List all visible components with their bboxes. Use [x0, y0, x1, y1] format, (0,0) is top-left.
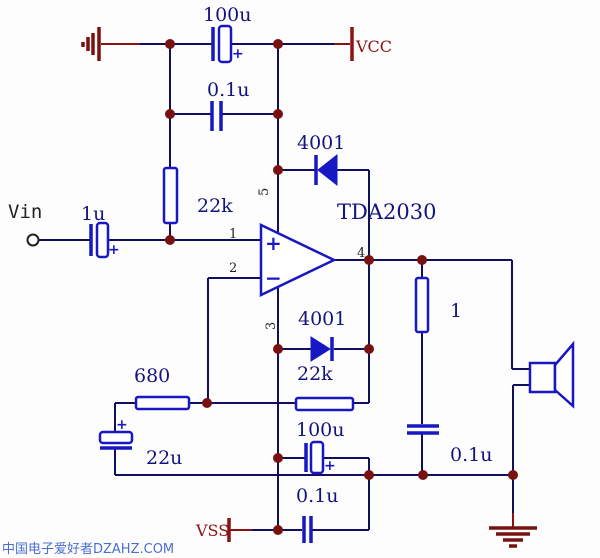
earth-ground-icon — [489, 526, 537, 548]
plus-mark-c-input: + — [108, 242, 120, 258]
label-vin: Vin — [8, 201, 42, 223]
capacitor-0.1u-vss — [302, 516, 313, 543]
pin-3-label: 3 — [264, 322, 279, 330]
capacitor-100u-vss — [304, 440, 325, 475]
label-c-input: 1u — [81, 203, 105, 225]
label-ic: TDA2030 — [337, 200, 436, 224]
label-r-bias: 22k — [197, 195, 233, 217]
junction-dot — [273, 525, 283, 535]
pin-1-label: 1 — [229, 227, 237, 242]
junction-dot — [273, 165, 283, 175]
plus-mark-c-nfb: + — [116, 417, 128, 433]
junction-dot — [273, 453, 283, 463]
resistor-22k-bias — [162, 166, 179, 225]
junction-dot — [165, 235, 175, 245]
junction-dot — [364, 470, 374, 480]
capacitor-22u-nfb — [98, 430, 134, 450]
speaker-icon — [528, 340, 575, 409]
resistor-22k-feedback — [294, 396, 355, 412]
junction-dot — [202, 398, 212, 408]
junction-dot — [165, 109, 175, 119]
pin-2-label: 2 — [229, 261, 237, 276]
junction-dot — [418, 470, 428, 480]
opamp-noninv-mark: + — [265, 231, 282, 255]
label-c-bulk-vss: 100u — [296, 419, 345, 441]
junction-dots — [165, 39, 518, 535]
plus-mark-c-bulk-vss: + — [324, 458, 336, 474]
junction-dot — [165, 39, 175, 49]
diode-4001-top — [314, 153, 338, 187]
label-c-hf-vss: 0.1u — [296, 485, 338, 507]
watermark: 中国电子爱好者DZAHZ.COM — [2, 542, 174, 557]
capacitor-1u-input — [89, 221, 110, 259]
label-c-zobel: 0.1u — [450, 444, 492, 466]
label-c-bulk-vcc: 100u — [203, 4, 252, 26]
label-c-nfb: 22u — [146, 447, 182, 469]
junction-dot — [273, 39, 283, 49]
junction-dot — [273, 109, 283, 119]
label-r-zobel: 1 — [450, 300, 462, 322]
junction-dot — [364, 255, 374, 265]
chassis-ground-icon — [81, 27, 101, 61]
junction-dot — [417, 255, 427, 265]
pin-4-label: 4 — [357, 246, 365, 261]
opamp-inv-mark: − — [265, 266, 282, 290]
junction-dot — [508, 470, 518, 480]
label-d-top: 4001 — [297, 132, 345, 154]
pin-5-label: 5 — [257, 188, 272, 196]
diode-4001-bottom — [310, 336, 334, 362]
capacitor-100u-vcc — [211, 24, 233, 64]
label-d-bottom: 4001 — [298, 308, 346, 330]
vin-terminal — [26, 233, 40, 247]
label-r-feedback: 22k — [297, 363, 333, 385]
resistor-680 — [134, 395, 191, 411]
capacitor-0.1u-zobel — [407, 424, 439, 435]
junction-dot — [364, 344, 374, 354]
label-vss: VSS — [195, 521, 229, 540]
plus-mark-c-bulk-vcc: + — [232, 46, 244, 62]
resistor-1ohm-zobel — [414, 276, 430, 334]
power-wire-stubs — [101, 43, 514, 531]
label-vcc: VCC — [355, 37, 392, 56]
capacitor-0.1u-vcc — [210, 101, 223, 131]
junction-dot — [273, 344, 283, 354]
opamp-triangle — [259, 223, 337, 297]
label-c-hf-vcc: 0.1u — [207, 79, 249, 101]
label-r-gnd: 680 — [134, 365, 170, 387]
